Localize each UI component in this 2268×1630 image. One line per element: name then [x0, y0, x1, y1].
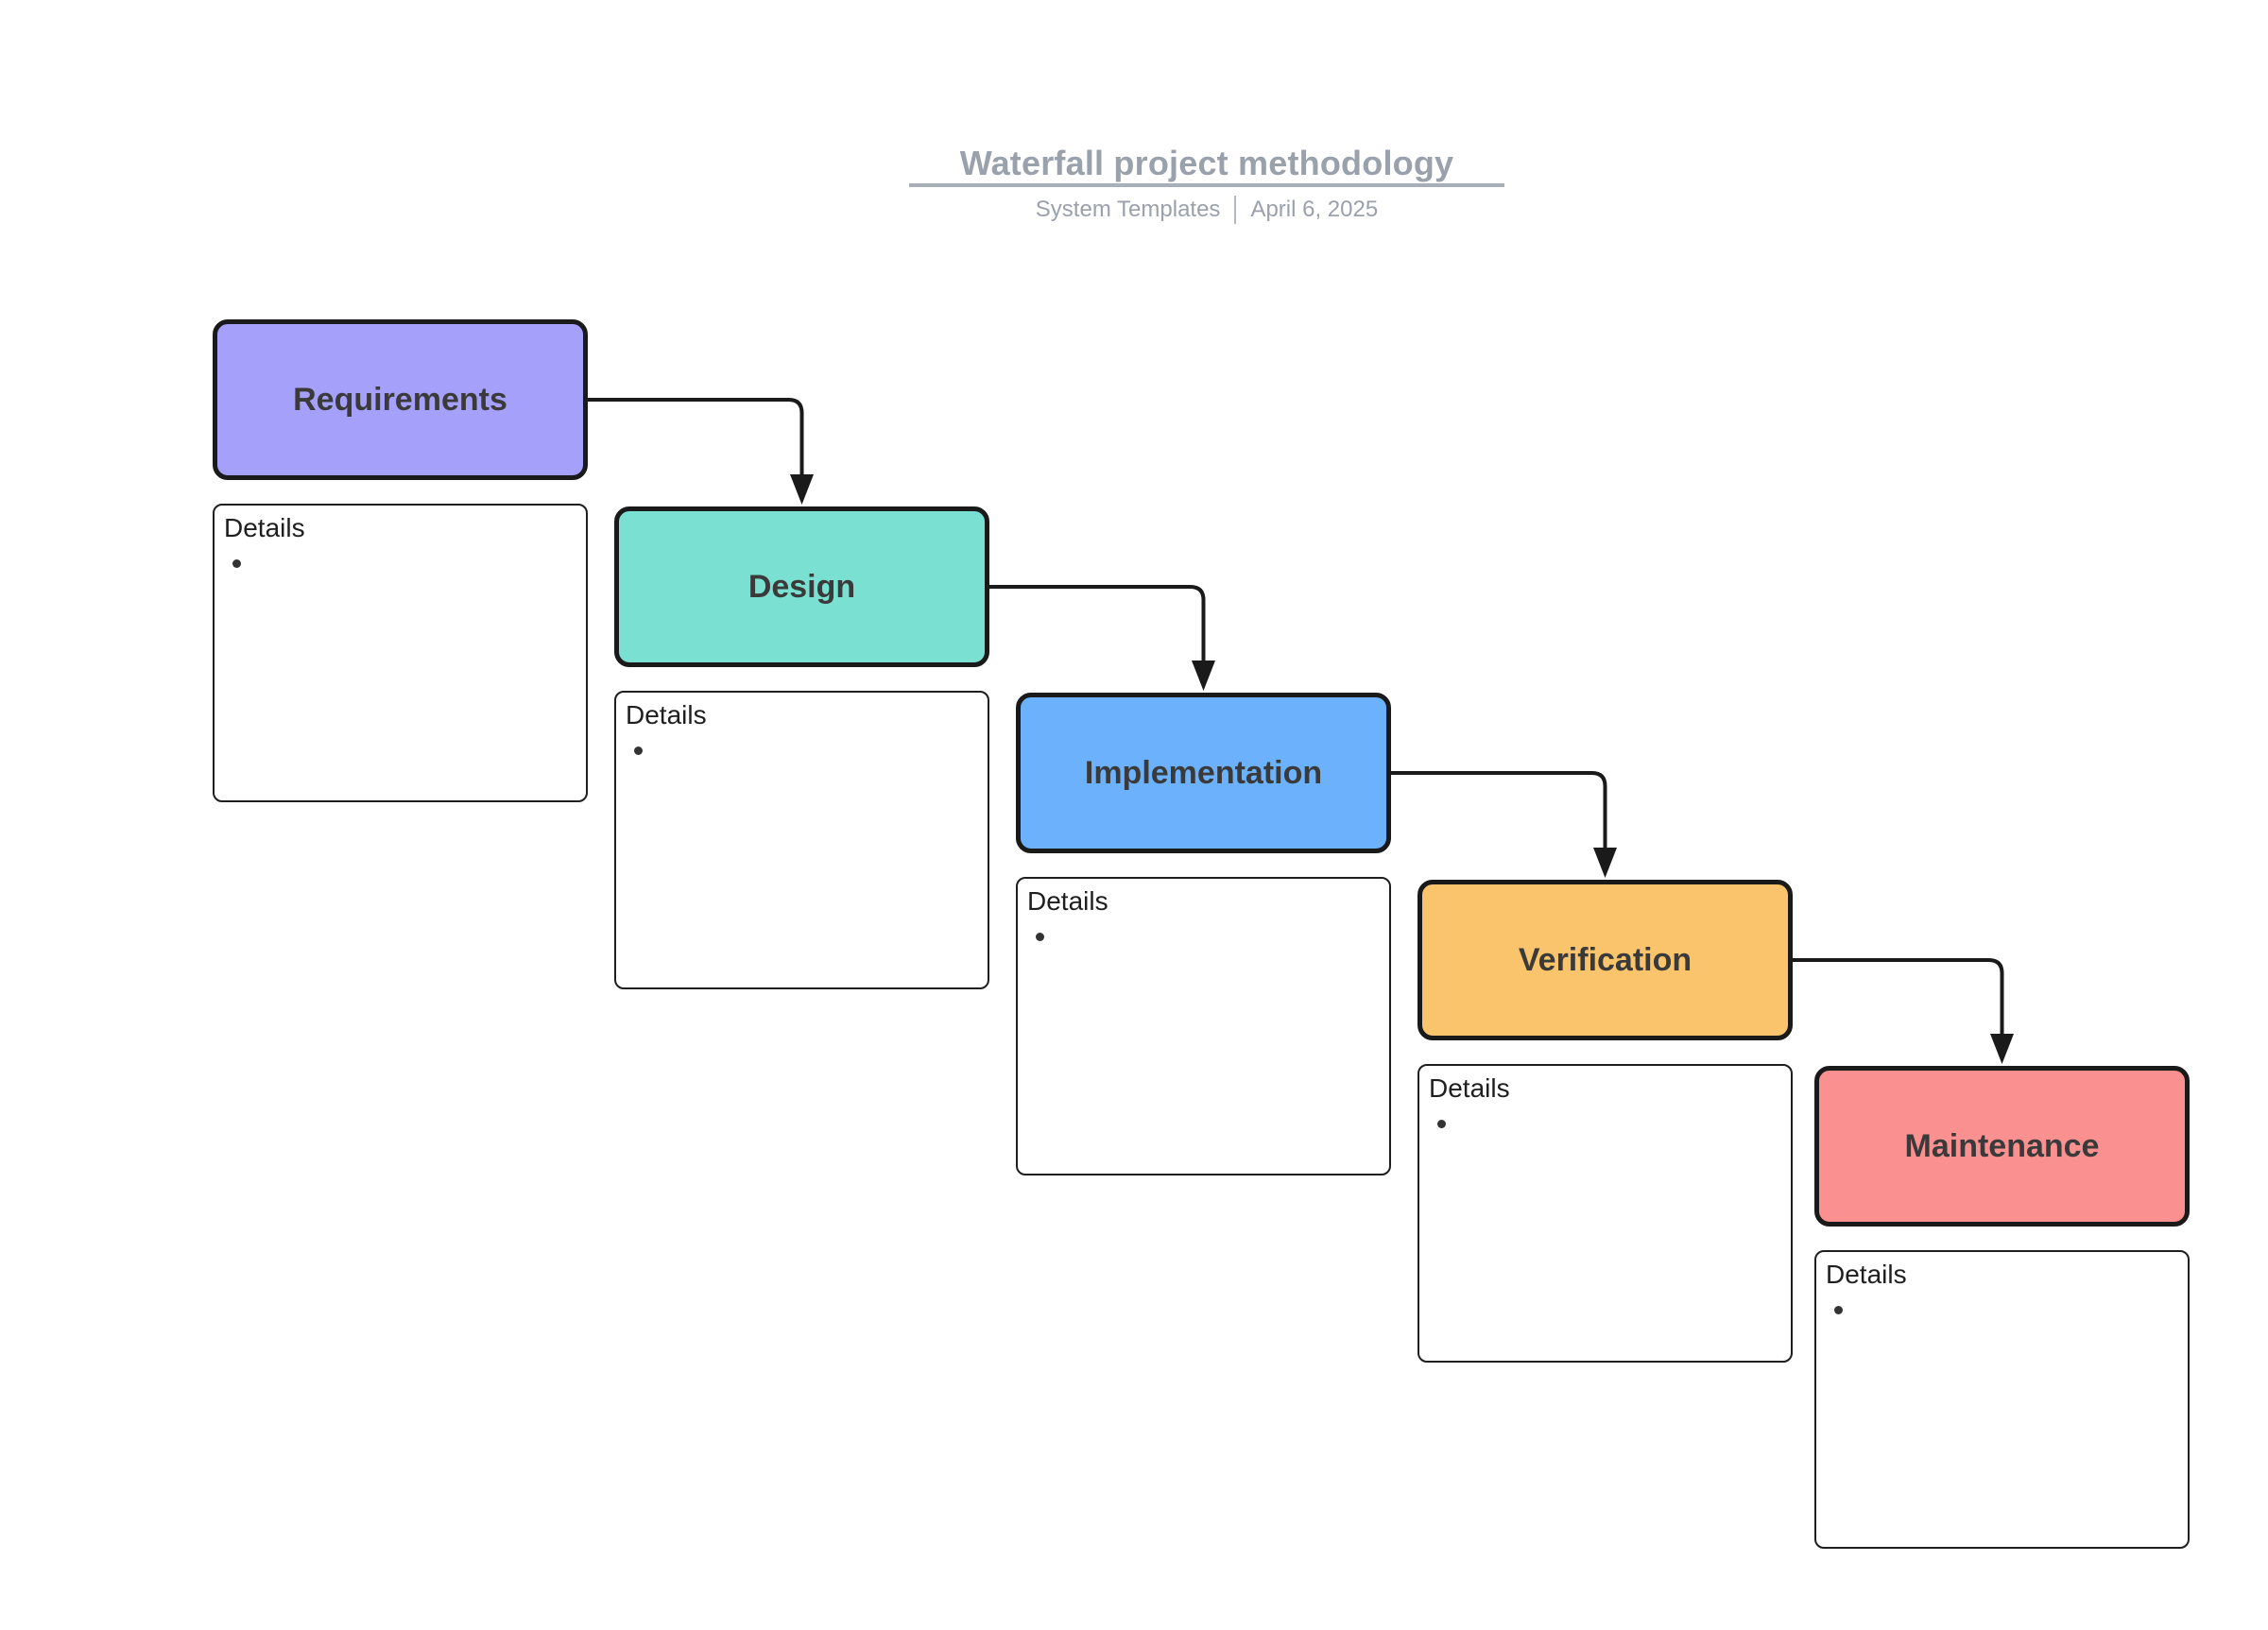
- date-text: April 6, 2025: [1250, 197, 1379, 222]
- stage-label-maintenance: Maintenance: [1904, 1127, 2100, 1164]
- stage-box-requirements[interactable]: Requirements: [213, 319, 588, 480]
- details-box-design[interactable]: Details: [614, 691, 989, 989]
- stage-box-maintenance[interactable]: Maintenance: [1814, 1066, 2190, 1227]
- arrow-design-to-implementation: [989, 585, 1206, 664]
- bullet-icon: [1036, 933, 1044, 941]
- stage-label-requirements: Requirements: [293, 381, 507, 418]
- arrow-requirements-to-design: [588, 398, 804, 478]
- stage-box-verification[interactable]: Verification: [1418, 880, 1793, 1040]
- page-title: Waterfall project methodology: [959, 144, 1454, 182]
- stage-label-implementation: Implementation: [1084, 754, 1323, 791]
- stage-label-verification: Verification: [1518, 941, 1692, 978]
- arrowhead-icon: [1192, 661, 1215, 691]
- details-box-maintenance[interactable]: Details: [1814, 1250, 2190, 1549]
- bullet-icon: [232, 559, 241, 568]
- details-title: Details: [626, 700, 707, 729]
- stage-box-design[interactable]: Design: [614, 506, 989, 667]
- subtitle-separator: [1234, 196, 1237, 224]
- details-box-verification[interactable]: Details: [1418, 1064, 1793, 1363]
- stage-group-verification: Verification Details: [1418, 880, 1793, 1363]
- details-box-requirements[interactable]: Details: [213, 504, 588, 802]
- details-title: Details: [224, 513, 305, 542]
- details-title: Details: [1826, 1260, 1907, 1289]
- arrow-verification-to-maintenance: [1793, 958, 2004, 1038]
- bullet-icon: [1437, 1120, 1446, 1128]
- details-title: Details: [1429, 1073, 1510, 1103]
- arrowhead-icon: [1990, 1034, 2014, 1064]
- stage-group-implementation: Implementation Details: [1016, 693, 1391, 1175]
- arrow-implementation-to-verification: [1391, 771, 1607, 851]
- stage-group-requirements: Requirements Details: [213, 319, 588, 802]
- byline-text: System Templates: [1035, 197, 1221, 222]
- stage-box-implementation[interactable]: Implementation: [1016, 693, 1391, 853]
- arrowhead-icon: [790, 474, 814, 505]
- stage-group-maintenance: Maintenance Details: [1814, 1066, 2190, 1549]
- details-box-implementation[interactable]: Details: [1016, 877, 1391, 1175]
- page-subtitle: System Templates April 6, 2025: [734, 195, 1679, 225]
- details-title: Details: [1027, 886, 1108, 916]
- title-underline: [909, 183, 1504, 187]
- bullet-icon: [1834, 1306, 1843, 1314]
- arrowhead-icon: [1593, 848, 1617, 878]
- stage-group-design: Design Details: [614, 506, 989, 989]
- bullet-icon: [634, 746, 643, 755]
- stage-label-design: Design: [747, 568, 856, 605]
